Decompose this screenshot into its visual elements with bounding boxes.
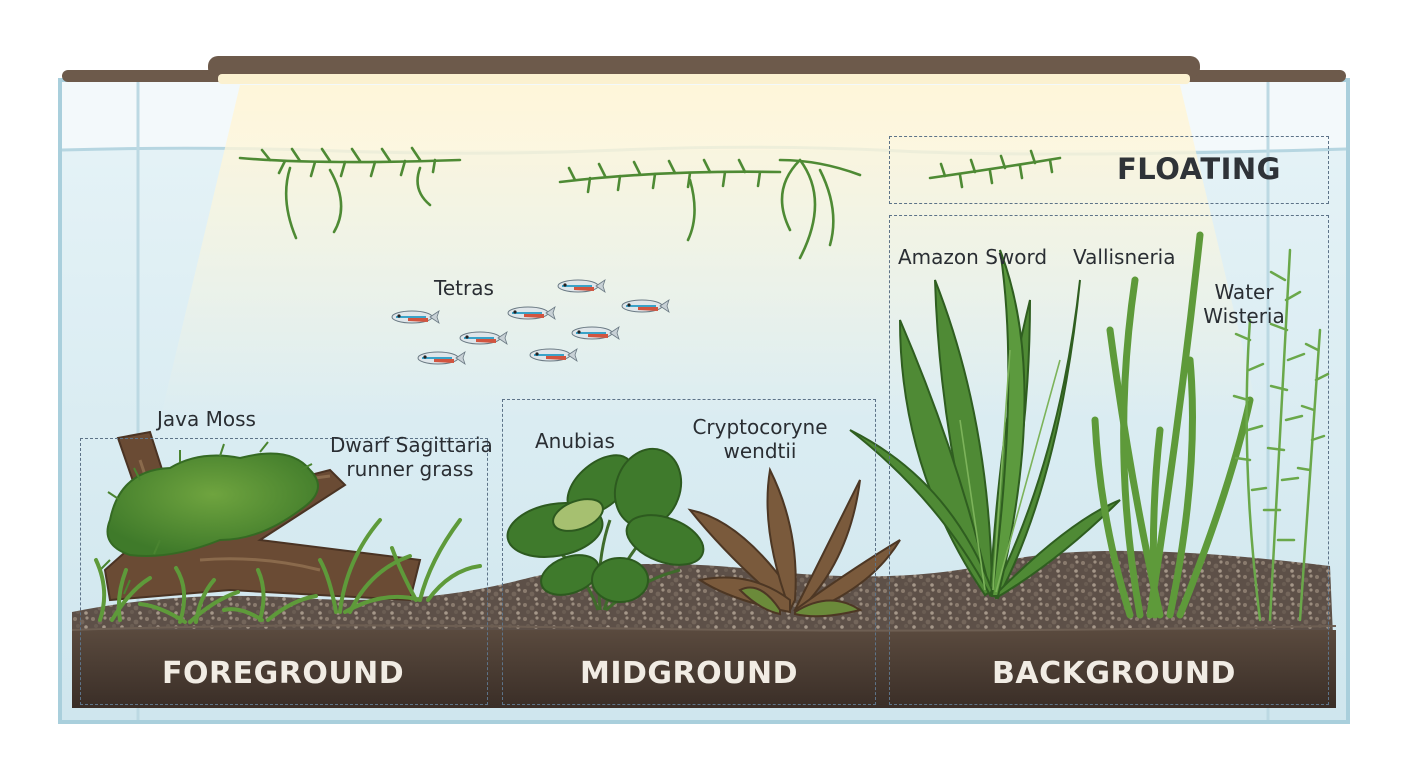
cryptocoryne-plant [687, 466, 901, 618]
floating-zone-box [889, 136, 1329, 204]
zone-title-midground: MIDGROUND [580, 656, 799, 691]
foreground-zone-box [80, 438, 488, 705]
tetra-school [391, 279, 670, 365]
label-tetras: Tetras [434, 276, 494, 300]
label-dwarf-sagittaria-line1: Dwarf Sagittaria [330, 433, 493, 457]
zone-title-foreground: FOREGROUND [162, 656, 405, 691]
floating-plant-left [238, 146, 462, 240]
label-vallisneria: Vallisneria [1073, 245, 1176, 269]
vallisneria-plant [1091, 231, 1254, 619]
label-cryptocoryne: Cryptocoryne wendtii [686, 415, 834, 463]
aquarium-light-bar-icon [62, 56, 1346, 84]
neon-tetra-fish-icon [459, 331, 508, 345]
label-anubias: Anubias [535, 429, 615, 453]
label-java-moss: Java Moss [157, 407, 256, 431]
floating-plant-center [558, 158, 862, 260]
zone-title-background: BACKGROUND [992, 656, 1236, 691]
neon-tetra-fish-icon [621, 299, 670, 313]
label-dwarf-sagittaria: Dwarf Sagittaria runner grass [330, 433, 493, 481]
water-wisteria-plant [1232, 248, 1330, 622]
dwarf-sagittaria [94, 518, 482, 624]
label-amazon-sword: Amazon Sword [898, 245, 1048, 269]
label-water-wisteria-line2: Wisteria [1203, 304, 1285, 328]
neon-tetra-fish-icon [529, 348, 578, 362]
amazon-sword-plant [849, 249, 1121, 600]
neon-tetra-fish-icon [507, 306, 556, 320]
label-cryptocoryne-line2: wendtii [723, 439, 797, 463]
label-cryptocoryne-line1: Cryptocoryne [692, 415, 828, 439]
substrate [71, 550, 1337, 708]
label-water-wisteria-line1: Water [1214, 280, 1274, 304]
background-zone-box [889, 215, 1329, 705]
label-water-wisteria: Water Wisteria [1198, 280, 1290, 328]
floating-plant-right [928, 149, 1062, 189]
neon-tetra-fish-icon [557, 279, 606, 293]
neon-tetra-fish-icon [571, 326, 620, 340]
neon-tetra-fish-icon [417, 351, 466, 365]
midground-zone-box [502, 399, 876, 705]
anubias-plant [506, 447, 705, 612]
label-dwarf-sagittaria-line2: runner grass [346, 457, 474, 481]
zone-title-floating: FLOATING [1117, 152, 1281, 186]
java-moss [99, 441, 319, 595]
neon-tetra-fish-icon [391, 310, 440, 324]
floating-plants [238, 146, 1062, 260]
